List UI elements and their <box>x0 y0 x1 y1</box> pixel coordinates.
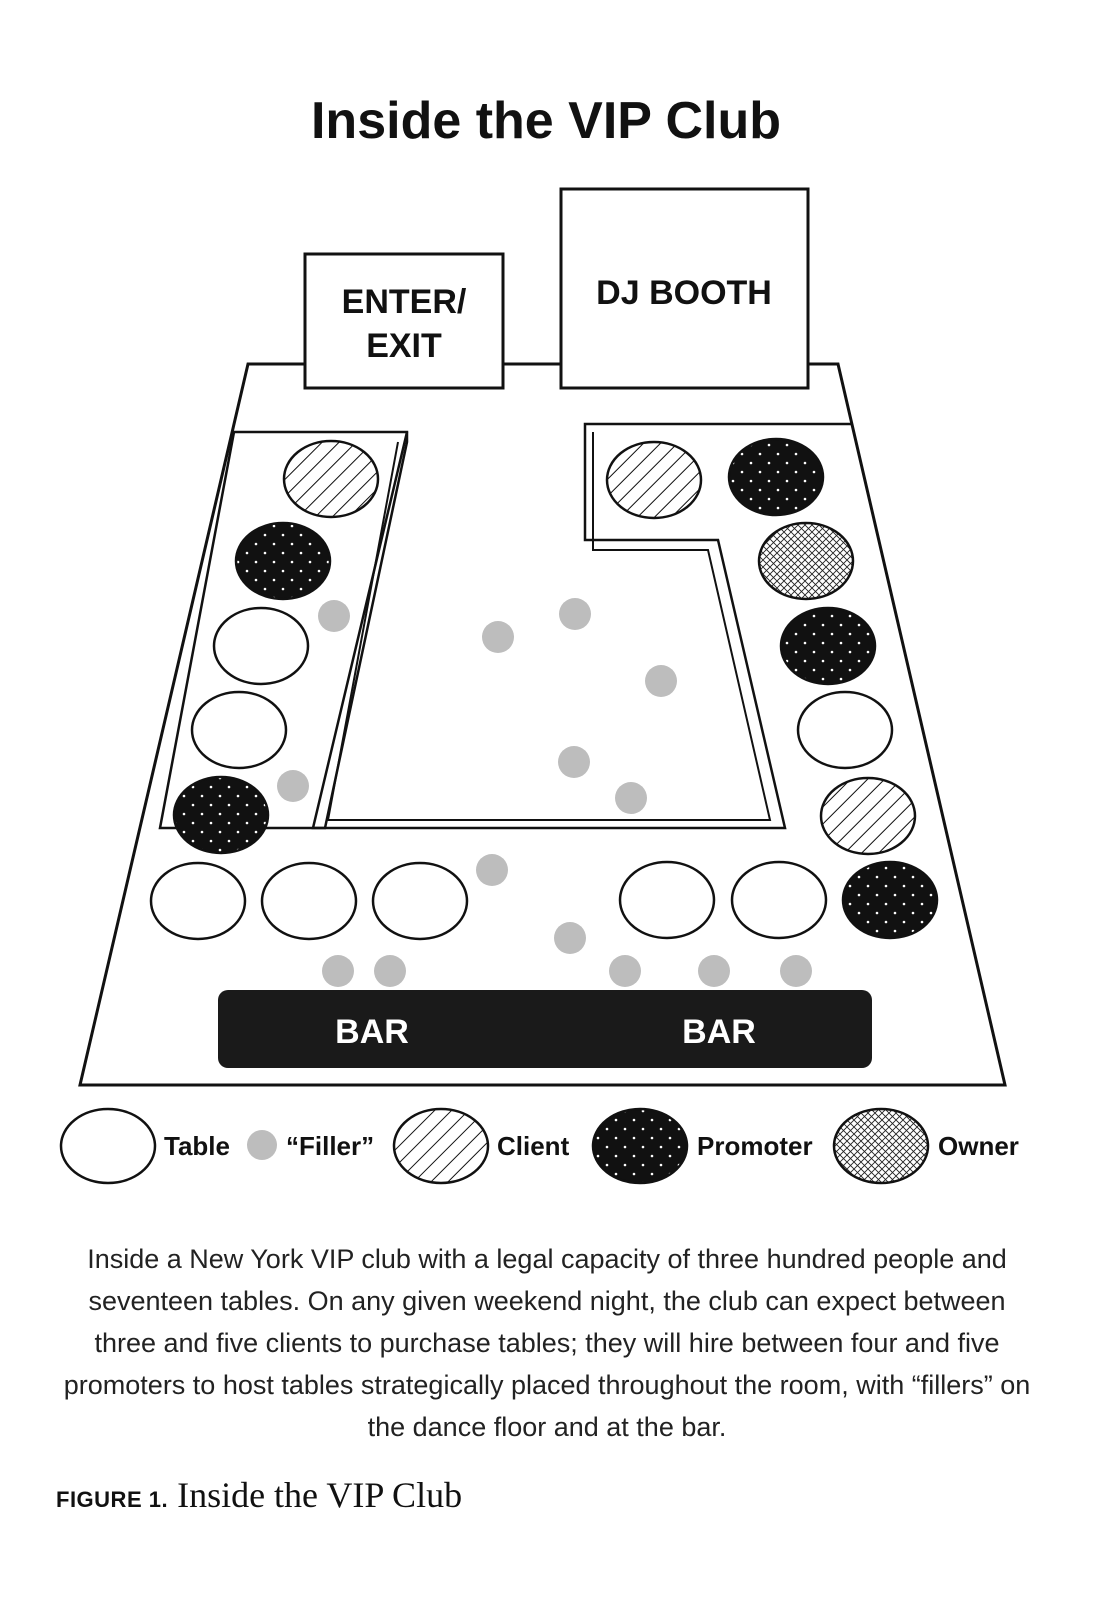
filler-person <box>482 621 514 653</box>
table-client <box>605 440 703 520</box>
table-promoter <box>779 606 877 686</box>
figure-number: FIGURE 1. <box>56 1487 169 1512</box>
legend-table-label: Table <box>164 1131 230 1161</box>
legend-promoter-swatch <box>591 1107 689 1185</box>
legend: Table “Filler” Client Promoter Owner <box>59 1107 1019 1185</box>
filler-person <box>780 955 812 987</box>
filler-person <box>559 598 591 630</box>
filler-person <box>645 665 677 697</box>
table-promoter <box>727 437 825 517</box>
bar-counter <box>218 990 872 1068</box>
figure-caption: Inside a New York VIP club with a legal … <box>63 1244 1031 1442</box>
diagram-title: Inside the VIP Club <box>311 92 781 150</box>
figure-title: Inside the VIP Club <box>177 1475 463 1515</box>
table-table <box>618 860 716 940</box>
filler-person <box>322 955 354 987</box>
table-table <box>730 860 828 940</box>
left-seating-platform <box>158 430 409 830</box>
filler-person <box>277 770 309 802</box>
tables <box>149 437 939 941</box>
legend-client-label: Client <box>497 1131 570 1161</box>
dj-booth-box <box>559 187 810 390</box>
table-client <box>282 439 380 519</box>
filler-person <box>558 746 590 778</box>
filler-person <box>476 854 508 886</box>
enter-exit-label-line2: EXIT <box>366 327 442 365</box>
filler-person <box>374 955 406 987</box>
table-table <box>371 861 469 941</box>
figure-label: FIGURE 1. Inside the VIP Club <box>56 1474 462 1516</box>
bar-label-left: BAR <box>335 1013 409 1051</box>
legend-promoter-label: Promoter <box>697 1131 813 1161</box>
table-client <box>819 776 917 856</box>
table-promoter <box>172 775 270 855</box>
legend-table-swatch <box>59 1107 157 1185</box>
table-table <box>796 690 894 770</box>
filler-person <box>609 955 641 987</box>
legend-client-swatch <box>392 1107 490 1185</box>
dj-booth-label: DJ BOOTH <box>596 274 772 312</box>
table-table <box>212 606 310 686</box>
filler-person <box>698 955 730 987</box>
filler-person <box>318 600 350 632</box>
legend-owner-swatch <box>832 1107 930 1185</box>
bar-label-right: BAR <box>682 1013 756 1051</box>
table-table <box>149 861 247 941</box>
legend-owner-label: Owner <box>938 1131 1019 1161</box>
legend-filler-label: “Filler” <box>286 1131 374 1161</box>
table-promoter <box>841 860 939 940</box>
legend-filler-swatch <box>247 1130 277 1160</box>
filler-person <box>615 782 647 814</box>
dance-floor-outer-edge <box>311 422 853 830</box>
enter-exit-label: ENTER/ <box>342 283 467 321</box>
fillers <box>277 598 812 987</box>
table-owner <box>757 521 855 601</box>
table-table <box>190 690 288 770</box>
dance-floor-inner-edge <box>326 432 772 821</box>
enter-exit-box <box>303 252 505 390</box>
table-table <box>260 861 358 941</box>
table-promoter <box>234 521 332 601</box>
filler-person <box>554 922 586 954</box>
